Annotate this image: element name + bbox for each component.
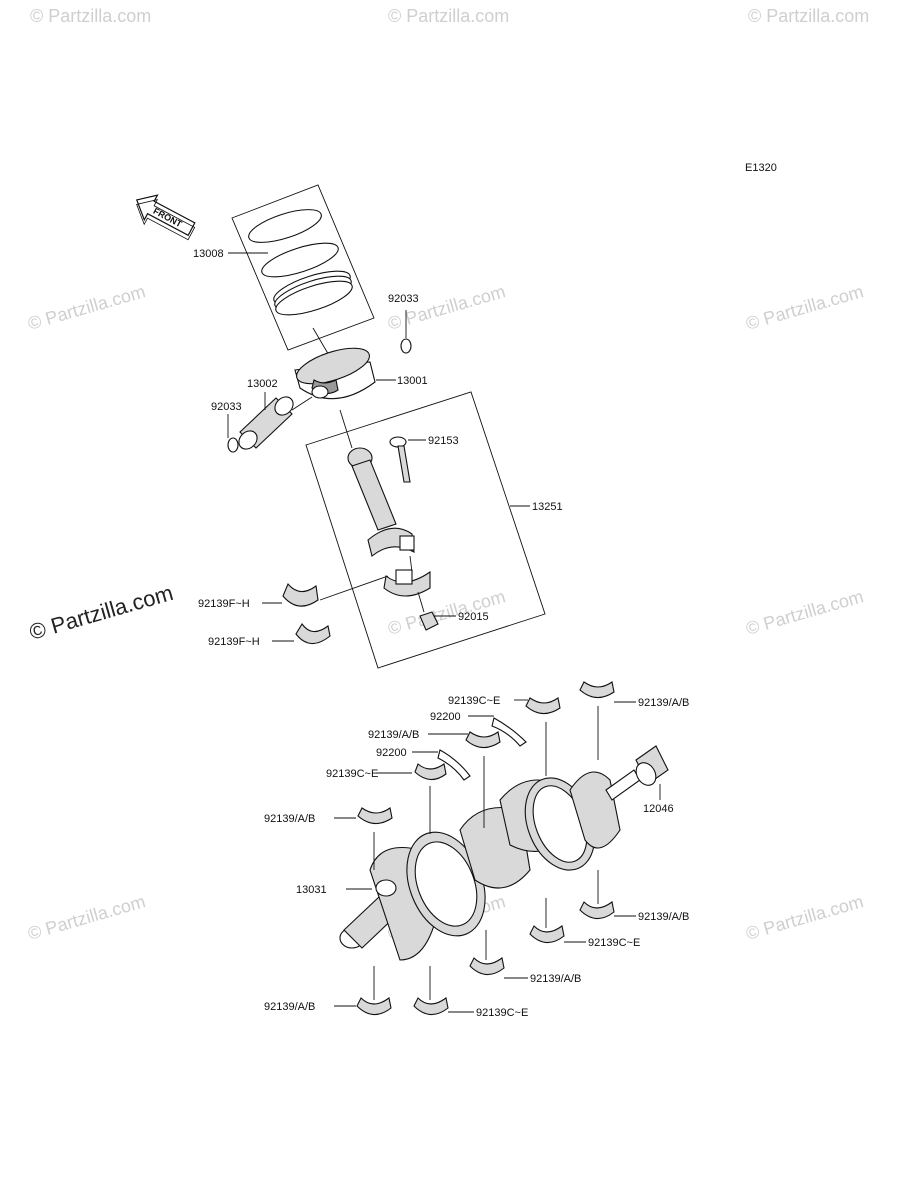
- thrust-washer-1: [437, 749, 471, 781]
- piston: [294, 347, 376, 400]
- conrod-group-box: [305, 391, 546, 669]
- watermark-text: © Partzilla.com: [748, 6, 869, 26]
- part-label-main-bearing-top-2[interactable]: 92139/A/B: [368, 729, 419, 741]
- needle-bearing: [635, 745, 669, 786]
- part-label-conrod-bolt[interactable]: 92153: [428, 435, 459, 447]
- part-label-needle-bearing[interactable]: 12046: [643, 803, 674, 815]
- main-bearing-top-1: [414, 763, 447, 781]
- main-bearing-top-2: [465, 731, 501, 749]
- main-bearing-bottom-3: [469, 957, 505, 976]
- part-label-piston-rings[interactable]: 13008: [193, 248, 224, 260]
- front-arrow-icon: FRONT: [135, 194, 196, 241]
- part-label-main-bearing-bottom-left[interactable]: 92139/A/B: [264, 1001, 315, 1013]
- conrod-bearing-lower: [295, 622, 331, 645]
- part-label-main-bearing-bottom-4[interactable]: 92139C~E: [476, 1007, 528, 1019]
- main-bearing-top-3: [525, 697, 561, 715]
- watermark-text: © Partzilla.com: [30, 6, 151, 26]
- part-label-main-bearing-top-3[interactable]: 92139C~E: [448, 695, 500, 707]
- main-bearing-bottom-4: [413, 997, 449, 1016]
- watermark-main: © Partzilla.com: [26, 580, 175, 645]
- diagram-code: E1320: [745, 162, 777, 174]
- part-label-conrod-bearing-lower[interactable]: 92139F~H: [208, 636, 260, 648]
- part-label-main-bearing-top-5[interactable]: 92139/A/B: [638, 697, 689, 709]
- connecting-rod: [347, 447, 415, 557]
- part-label-main-bearing-bottom-2[interactable]: 92139C~E: [588, 937, 640, 949]
- watermark-text: © Partzilla.com: [26, 891, 148, 944]
- part-label-conrod-nut[interactable]: 92015: [458, 611, 489, 623]
- piston-rings: [248, 209, 353, 316]
- piston-clip-left: [227, 437, 239, 453]
- part-label-main-bearing-top-4[interactable]: 92139/A/B: [264, 813, 315, 825]
- main-bearing-bottom-right: [579, 901, 615, 920]
- conrod-bearing-upper: [282, 582, 319, 607]
- conrod-cap: [383, 569, 431, 597]
- conrod-bolt: [389, 436, 411, 483]
- part-label-crankshaft[interactable]: 13031: [296, 884, 327, 896]
- watermark-text: © Partzilla.com: [386, 281, 508, 334]
- piston-clip-right: [400, 338, 412, 354]
- part-label-conrod-assembly[interactable]: 13251: [532, 501, 563, 513]
- thrust-washer-2: [491, 717, 527, 747]
- watermark-text: © Partzilla.com: [744, 586, 866, 639]
- part-label-piston-clip-left[interactable]: 92033: [211, 401, 242, 413]
- part-label-thrust-washer-2[interactable]: 92200: [430, 711, 461, 723]
- watermark-text: © Partzilla.com: [744, 281, 866, 334]
- piston-pin: [238, 396, 294, 450]
- part-label-thrust-washer-1[interactable]: 92200: [376, 747, 407, 759]
- part-label-main-bearing-bottom-3[interactable]: 92139/A/B: [530, 973, 581, 985]
- conrod-nut: [419, 611, 439, 631]
- watermark-text: © Partzilla.com: [388, 6, 509, 26]
- main-bearing-top-4: [357, 807, 393, 825]
- main-bearing-bottom-left: [356, 997, 392, 1016]
- part-label-conrod-bearing-upper[interactable]: 92139F~H: [198, 598, 250, 610]
- ring-group-box: [231, 184, 375, 351]
- main-bearing-bottom-2: [529, 925, 565, 944]
- part-label-piston-clip-right[interactable]: 92033: [388, 293, 419, 305]
- watermark-layer: © Partzilla.com © Partzilla.com © Partzi…: [26, 6, 870, 944]
- crankshaft: [339, 769, 641, 961]
- part-label-piston-pin[interactable]: 13002: [247, 378, 278, 390]
- main-bearing-top-5: [579, 681, 615, 699]
- watermark-text: © Partzilla.com: [26, 281, 148, 334]
- part-label-piston[interactable]: 13001: [397, 375, 428, 387]
- part-label-main-bearing-top-1[interactable]: 92139C~E: [326, 768, 378, 780]
- part-label-main-bearing-bottom-right[interactable]: 92139/A/B: [638, 911, 689, 923]
- watermark-text: © Partzilla.com: [744, 891, 866, 944]
